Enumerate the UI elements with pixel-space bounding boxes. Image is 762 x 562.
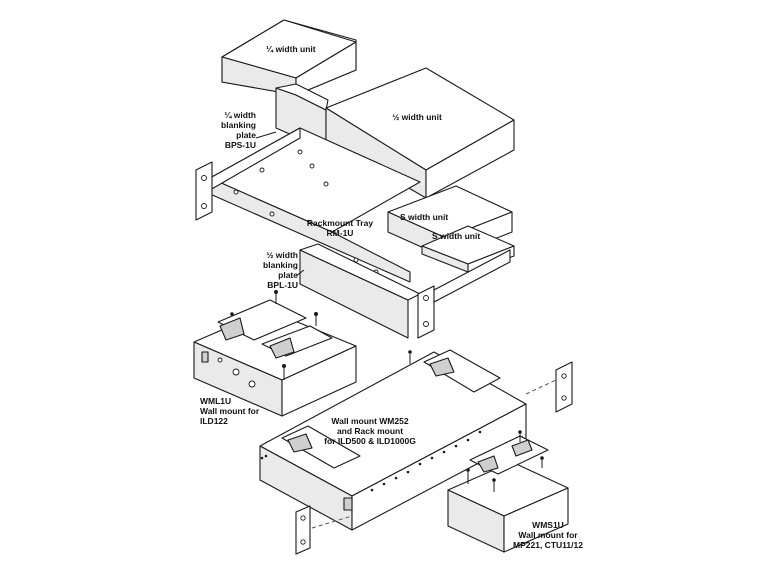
- label-wms-line-3: MP221, CTU11/12: [513, 540, 583, 550]
- label-wml1u: WML1U Wall mount for ILD122: [200, 396, 259, 426]
- label-wml-line-1: WML1U: [200, 396, 232, 406]
- label-wms-line-2: Wall mount for: [518, 530, 578, 540]
- label-bpl-line-1: ½ width: [266, 250, 298, 260]
- label-bps-line-3: plate: [236, 130, 256, 140]
- label-s-width-unit-bottom: S width unit: [432, 231, 481, 241]
- label-wms-line-1: WMS1U: [532, 520, 564, 530]
- label-quarter-width-unit: ¼ width unit: [266, 44, 316, 54]
- wm252-rack-mount: [259, 349, 573, 555]
- label-wml-line-2: Wall mount for: [200, 406, 260, 416]
- label-bps: ¼ width blanking plate BPS-1U: [212, 110, 256, 150]
- wml1u-wall-mount: [193, 290, 357, 417]
- label-bps-line-2: blanking: [221, 120, 256, 130]
- label-rackmount-tray: Rackmount Tray RM-1U: [300, 218, 380, 238]
- label-tray-line-1: Rackmount Tray: [306, 218, 374, 228]
- label-half-width-unit: ½ width unit: [392, 112, 442, 122]
- bpl-1u-blanking-plate: [299, 243, 511, 339]
- label-bpl-line-4: BPL-1U: [267, 280, 298, 290]
- label-wm252-line-3: for ILD500 & ILD1000G: [324, 436, 416, 446]
- label-tray-line-2: RM-1U: [326, 228, 354, 238]
- label-bpl-line-3: plate: [278, 270, 298, 280]
- label-wml-line-3: ILD122: [200, 416, 228, 426]
- quarter-width-unit: [221, 19, 357, 96]
- label-s-width-unit-top: S width unit: [400, 212, 449, 222]
- label-wms1u: WMS1U Wall mount for MP221, CTU11/12: [508, 520, 588, 550]
- bpl-leader-line: [295, 269, 305, 277]
- label-wm252-line-1: Wall mount WM252: [331, 416, 409, 426]
- label-bps-line-1: ¼ width: [224, 110, 256, 120]
- wms1u-wall-mount: [447, 430, 569, 553]
- label-bpl: ½ width blanking plate BPL-1U: [254, 250, 298, 290]
- label-bps-line-4: BPS-1U: [224, 140, 256, 150]
- label-wm252-line-2: and Rack mount: [336, 426, 404, 436]
- rackmount-tray: [195, 127, 421, 289]
- bps-leader-line: [255, 131, 277, 139]
- label-wm252: Wall mount WM252 and Rack mount for ILD5…: [310, 416, 430, 446]
- label-bpl-line-2: blanking: [263, 260, 298, 270]
